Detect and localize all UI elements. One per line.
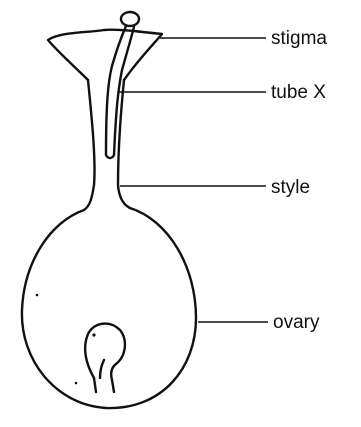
tube-x-label: tube X (271, 82, 326, 103)
ovary-label: ovary (273, 312, 320, 333)
style-label: style (271, 177, 310, 198)
ovary-shape (22, 208, 196, 408)
ovule-stalk (94, 378, 114, 392)
speck (36, 294, 39, 297)
stigma-shape (48, 30, 162, 80)
stigma-label: stigma (271, 28, 327, 49)
speck (75, 382, 78, 385)
speck (92, 333, 95, 336)
pollen-grain (121, 12, 139, 26)
ovule (85, 324, 125, 380)
